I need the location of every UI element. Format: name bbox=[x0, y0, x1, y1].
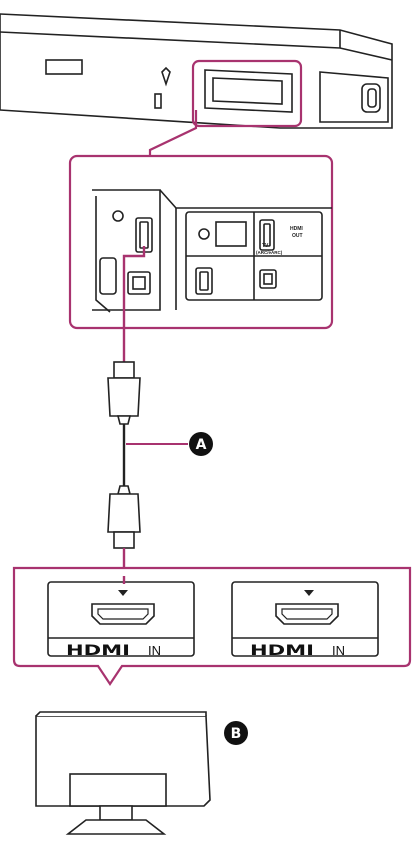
tv-port-1-label: IN bbox=[148, 643, 161, 658]
hdmi-cable bbox=[107, 246, 146, 576]
tv-port-2-label: IN bbox=[332, 643, 345, 658]
port-label-tv: TV bbox=[262, 243, 269, 249]
tv-port-2-logo: HDMI bbox=[250, 643, 314, 659]
cable-marker-a: A bbox=[196, 437, 207, 453]
tv-hdmi-port-2: HDMI IN bbox=[231, 581, 379, 659]
soundbar-rear-panel-drawing bbox=[92, 189, 332, 313]
port-label-arc: (ARC/eARC) bbox=[256, 250, 283, 255]
soundbar-port-highlight bbox=[191, 59, 303, 128]
zoom-connector bbox=[148, 110, 198, 160]
tv-marker-b: B bbox=[231, 726, 242, 742]
cable-marker-circle bbox=[189, 432, 213, 456]
port-label-hdmi-small: HDMI bbox=[290, 226, 303, 232]
soundbar-rear-zoom-panel bbox=[68, 154, 334, 330]
tv-hdmi-port-1: HDMI IN bbox=[47, 581, 195, 659]
tv-marker-circle bbox=[224, 721, 248, 745]
port-label-out: OUT bbox=[292, 233, 303, 239]
tv-port-1-logo: HDMI bbox=[66, 643, 130, 659]
tv bbox=[35, 711, 211, 835]
